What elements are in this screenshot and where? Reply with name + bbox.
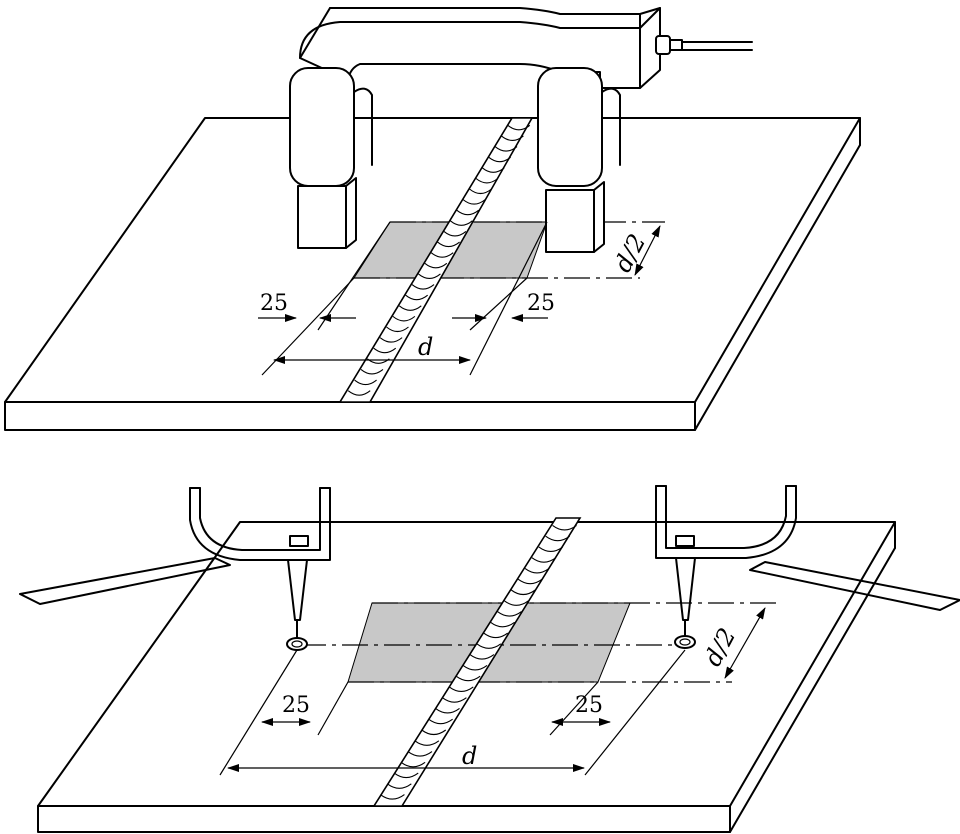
bead-ripple [347,390,371,396]
bead-ripple [517,578,543,585]
bead-ripple [462,664,488,671]
bead-ripple [456,209,480,216]
bead-ripple [483,632,509,639]
bead-ripple [407,751,433,757]
bead-ripple [476,643,502,649]
bead-ripple [373,347,397,354]
bead-ripple [449,220,473,226]
bead-ripple [380,794,405,800]
bead-ripple [411,284,435,290]
bead-ripple [475,177,499,184]
top-bead-ripples [347,124,531,396]
bead-ripple [360,369,384,375]
bead-ripple [545,535,571,542]
yoke-magnet [289,7,753,253]
bead-ripple [455,675,481,682]
bead-ripple [510,589,536,596]
yoke-right-pole [537,67,603,187]
top-left-offset-label: 25 [260,291,288,316]
bottom-left-offset-label: 25 [282,693,310,718]
bead-ripple [497,611,522,617]
bead-ripple [398,305,422,311]
bead-ripple [430,252,454,258]
bead-ripple [552,524,577,531]
bead-ripple [393,772,419,779]
bead-ripple [462,199,486,205]
bead-ripple [421,729,447,736]
bead-ripple [490,621,515,628]
yoke-left-pole [289,67,355,187]
bead-ripple [379,337,403,343]
top-figure: 25 25 d d/2 [4,7,861,431]
bottom-dimensions: 25 25 d d/2 [219,607,766,776]
right-prod [655,485,960,649]
top-weld-bead [338,117,534,403]
bottom-weld-bead [372,517,582,807]
bead-ripple [501,135,524,141]
top-right-offset-label: 25 [527,291,555,316]
bead-ripple [414,740,440,746]
bead-ripple [418,273,441,279]
bead-ripple [405,294,429,301]
bead-ripple [531,557,557,563]
bottom-spacing-label: d [462,742,477,770]
bead-ripple [354,379,377,386]
bead-ripple [437,241,460,248]
bead-ripple [386,326,409,333]
bead-ripple [469,654,495,660]
bottom-figure: 25 25 d d/2 [19,485,960,833]
bead-ripple [504,600,529,606]
bead-ripple [538,546,564,552]
bead-ripple [507,124,531,131]
bead-ripple [392,315,416,322]
bead-ripple [386,783,412,789]
bottom-right-offset-label: 25 [575,693,603,718]
bead-ripple [488,156,512,163]
bead-ripple [494,146,518,152]
bead-ripple [424,262,448,269]
bead-ripple [524,568,550,574]
bead-ripple [443,231,467,237]
bead-ripple [469,188,492,195]
bottom-bead-ripples [380,524,577,800]
bead-ripple [442,697,467,703]
bead-ripple [481,167,505,173]
bead-ripple [448,686,474,692]
bead-ripple [428,718,453,725]
top-spacing-label: d [418,333,433,361]
bead-ripple [435,708,460,714]
